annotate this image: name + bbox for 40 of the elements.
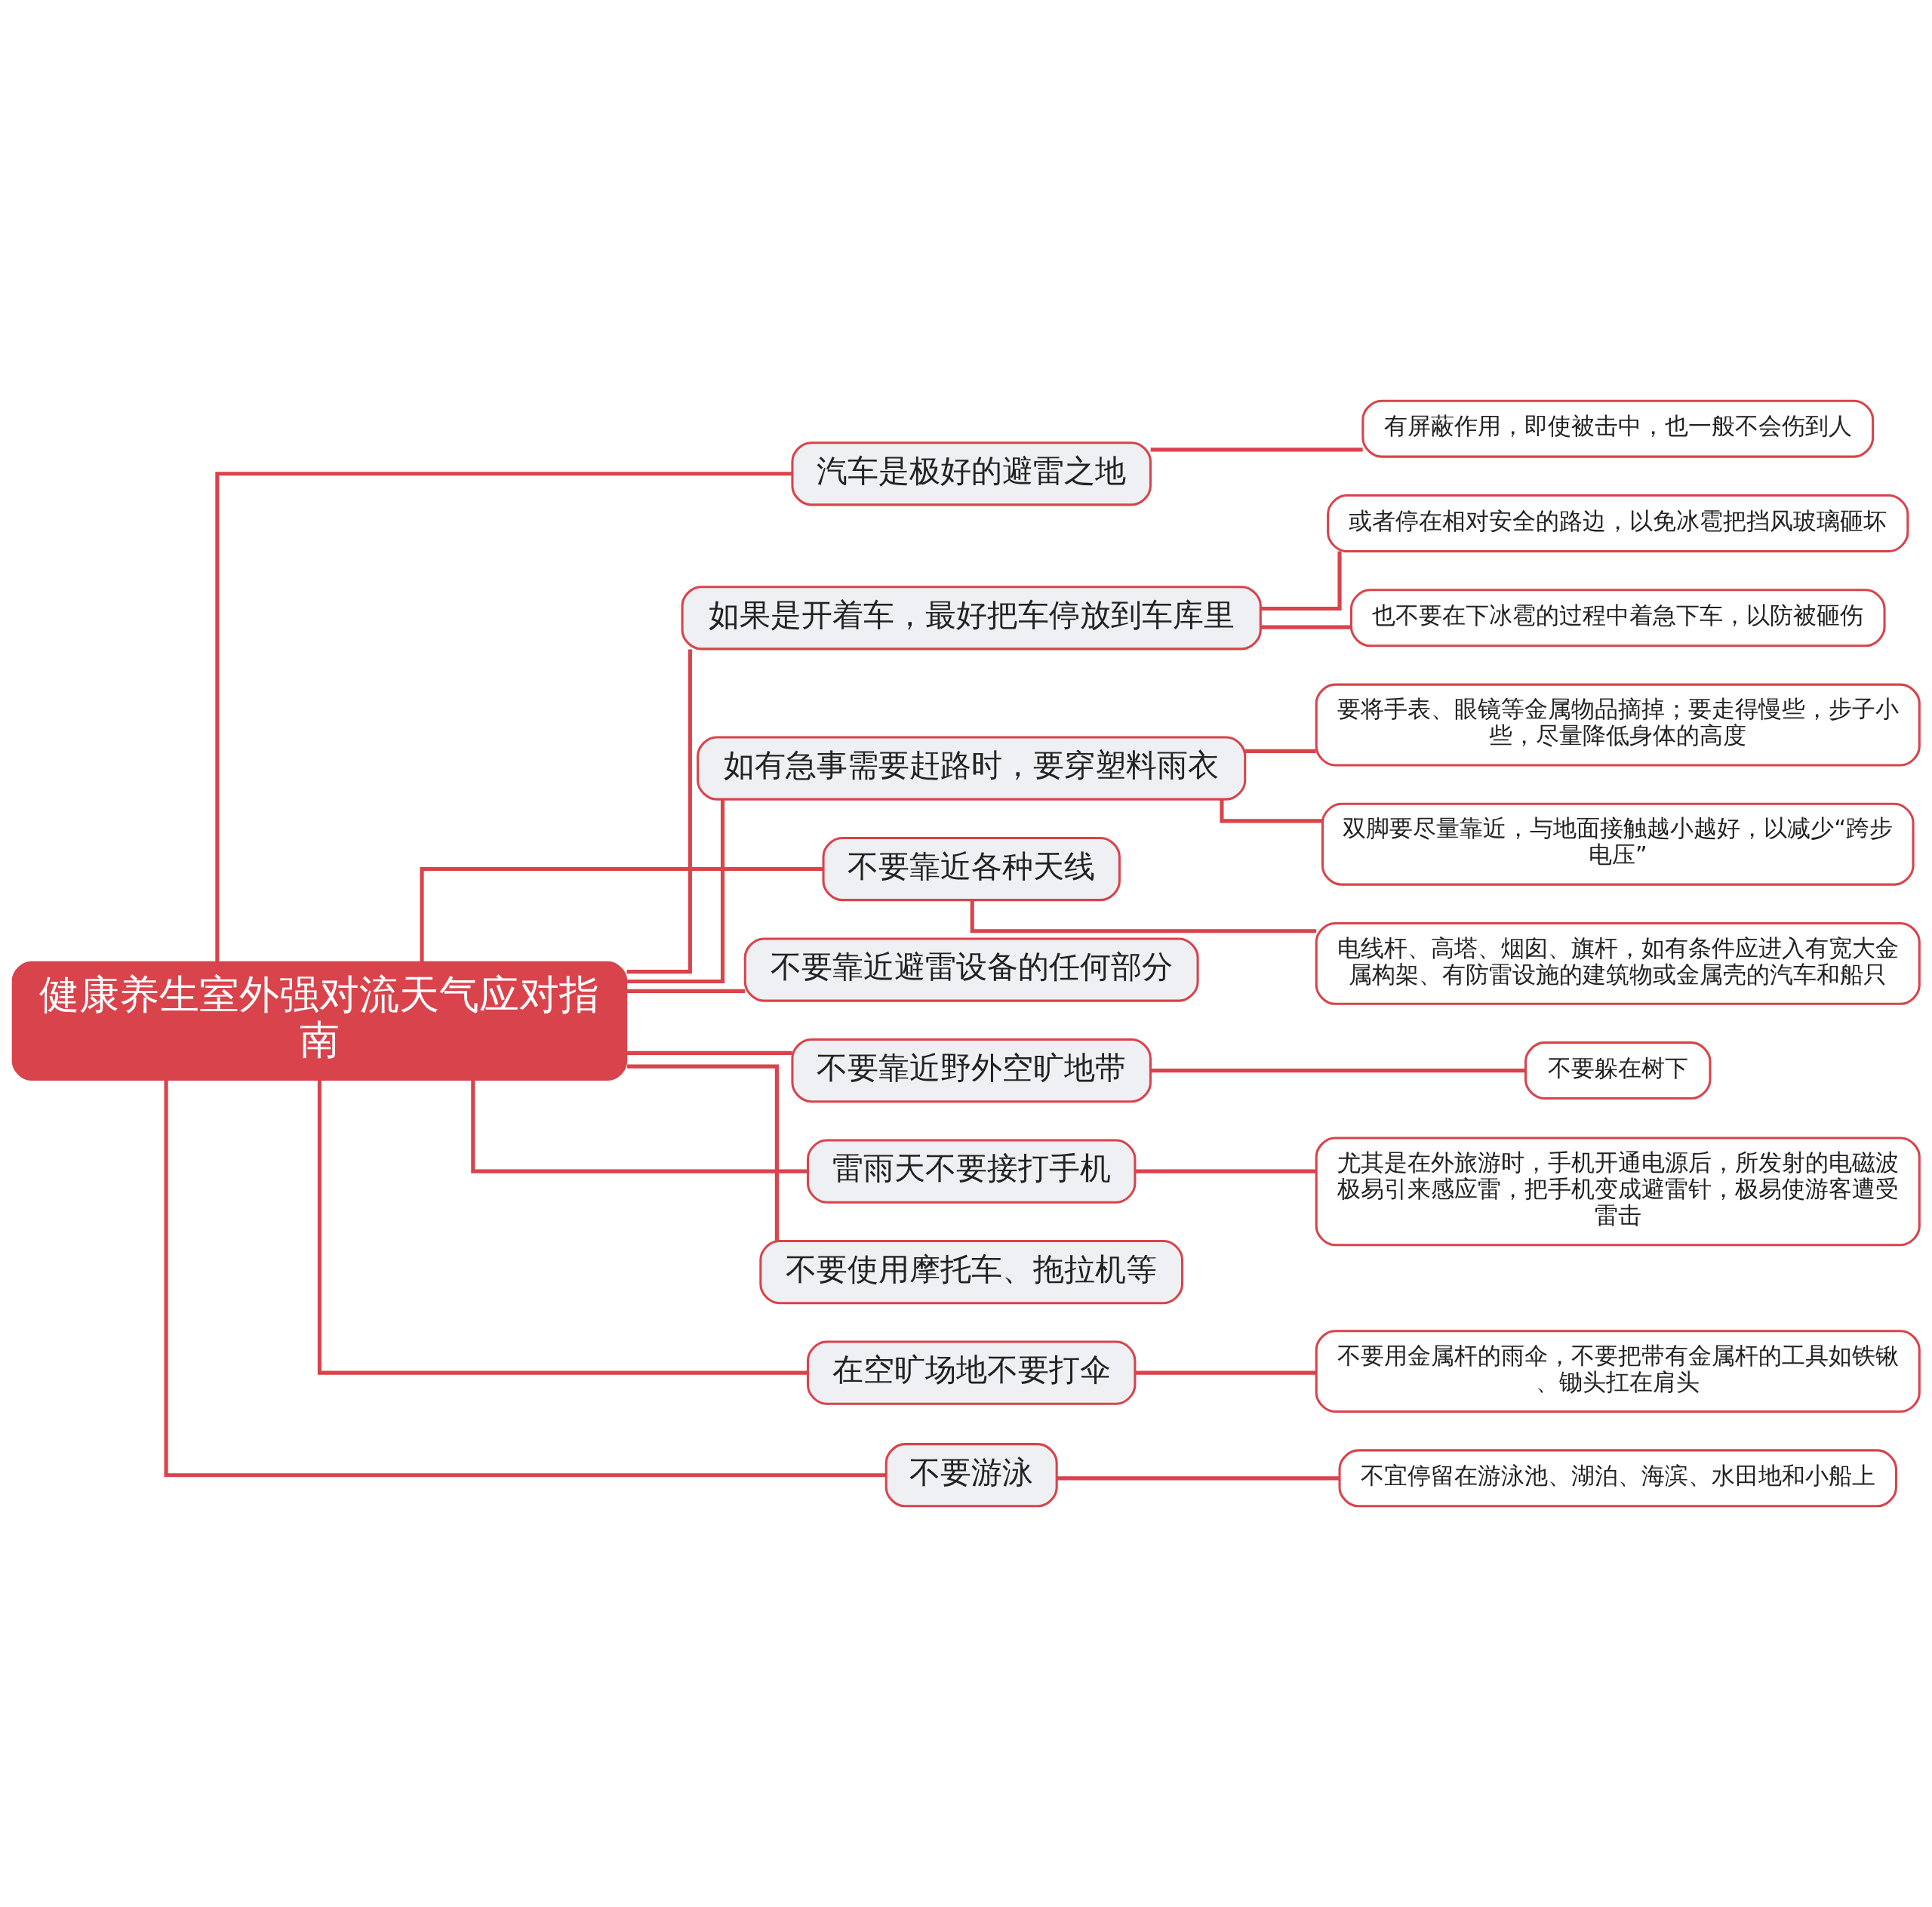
node-box: 也不要在下冰雹的过程中着急下车，以防被砸伤 — [1349, 589, 1886, 647]
node-box: 不要游泳 — [884, 1443, 1058, 1508]
connector — [164, 1079, 886, 1478]
connector — [1260, 625, 1352, 629]
node-box: 或者停在相对安全的路边，以免冰雹把挡风玻璃砸坏 — [1327, 494, 1909, 552]
connector — [1135, 1370, 1317, 1375]
node-box: 电线杆、高塔、烟囱、旗杆，如有条件应进入有宽大金属构架、有防雷设施的建筑物或金属壳的汽车和船只 — [1315, 921, 1921, 1005]
connector — [1135, 1169, 1317, 1173]
connector — [1150, 448, 1363, 452]
node-box: 不要躲在树下 — [1524, 1041, 1712, 1100]
connector — [626, 989, 745, 993]
node-box: 健康养生室外强对流天气应对指南 — [11, 961, 628, 1081]
node-box: 如有急事需要赶路时，要穿塑料雨衣 — [697, 736, 1247, 801]
node-box: 有屏蔽作用，即使被击中，也一般不会伤到人 — [1361, 399, 1875, 458]
node-box: 双脚要尽量靠近，与地面接触越小越好，以减少“跨步电压” — [1321, 802, 1915, 886]
node-box: 不宜停留在游泳池、湖泊、海滨、水田地和小船上 — [1338, 1449, 1897, 1508]
connector — [1150, 1069, 1526, 1073]
node-box: 要将手表、眼镜等金属物品摘掉；要走得慢些，步子小些，尽量降低身体的高度 — [1315, 683, 1921, 767]
connector — [626, 799, 725, 984]
node-box: 汽车是极好的避雷之地 — [791, 441, 1152, 506]
connector — [627, 1064, 779, 1241]
connector — [471, 1080, 808, 1173]
node-box: 不要靠近各种天线 — [822, 836, 1121, 902]
node-box: 不要用金属杆的雨伞，不要把带有金属杆的工具如铁锹、锄头扛在肩头 — [1315, 1330, 1921, 1413]
connector — [626, 649, 692, 974]
connector — [626, 1050, 792, 1055]
node-box: 不要使用摩托车、拖拉机等 — [759, 1240, 1184, 1305]
node-box: 在空旷场地不要打伞 — [806, 1340, 1137, 1405]
connector — [1244, 749, 1316, 753]
node-box: 雷雨天不要接打手机 — [806, 1139, 1137, 1204]
connector — [1220, 799, 1323, 823]
node-box: 如果是开着车，最好把车停放到车库里 — [681, 586, 1262, 651]
connector — [1057, 1476, 1340, 1481]
node-box: 不要靠近野外空旷地带 — [791, 1038, 1152, 1103]
node-box: 不要靠近避雷设备的任何部分 — [743, 937, 1199, 1002]
connector — [215, 472, 792, 962]
connector — [420, 867, 823, 962]
connector — [317, 1080, 808, 1375]
node-box: 尤其是在外旅游时，手机开通电源后，所发射的电磁波极易引来感应雷，把手机变成避雷针，极易使游客遭受雷击 — [1315, 1137, 1921, 1247]
connector — [1260, 551, 1342, 611]
